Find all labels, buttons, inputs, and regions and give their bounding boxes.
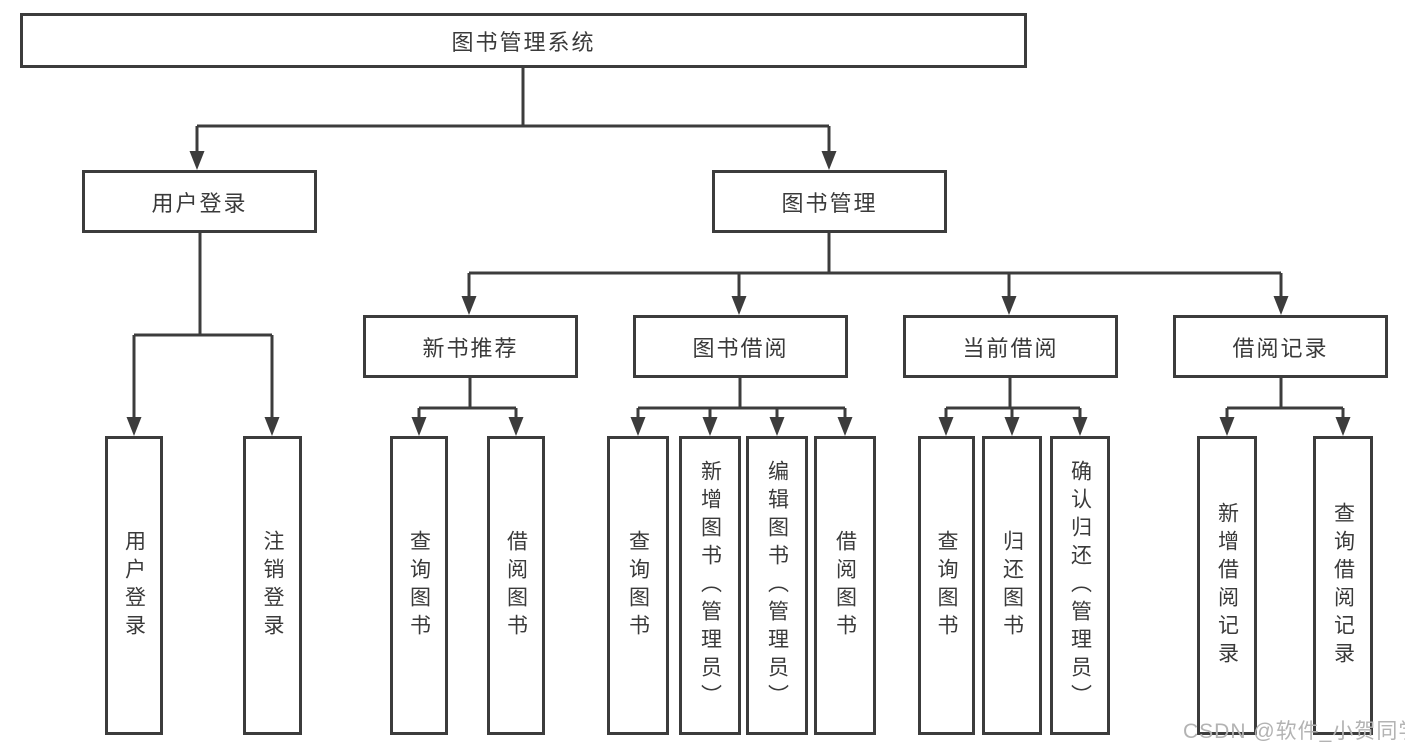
connector-new-book-recommend-to-leaves — [417, 378, 518, 421]
leaf-borrow-books-recommend: 借阅图书 — [487, 436, 545, 735]
leaf-logout: 注销登录 — [243, 436, 302, 735]
node-current-borrow: 当前借阅 — [903, 315, 1118, 378]
leaf-return-book-label: 归还图书 — [1000, 529, 1024, 642]
node-user-login-label: 用户登录 — [151, 190, 248, 216]
leaf-add-book-admin-label: 新增图书（管理员） — [698, 459, 722, 712]
connector-borrow-records-to-leaves — [1225, 378, 1345, 421]
leaf-add-borrow-record: 新增借阅记录 — [1197, 436, 1257, 735]
leaf-query-borrow-record-label: 查询借阅记录 — [1331, 501, 1355, 670]
leaf-borrow-books-borrow-label: 借阅图书 — [833, 529, 857, 642]
leaf-edit-book-admin: 编辑图书（管理员） — [746, 436, 808, 735]
connector-book-borrow-to-leaves — [636, 378, 847, 421]
node-borrow-records-label: 借阅记录 — [1232, 335, 1329, 361]
leaf-edit-book-admin-label: 编辑图书（管理员） — [765, 459, 789, 712]
leaf-borrow-books-recommend-label: 借阅图书 — [504, 529, 528, 642]
connector-root-to-level2 — [195, 68, 831, 155]
node-book-management: 图书管理 — [712, 170, 947, 233]
leaf-confirm-return-admin: 确认归还（管理员） — [1050, 436, 1110, 735]
connector-current-borrow-to-leaves — [944, 378, 1082, 421]
node-new-book-recommend: 新书推荐 — [363, 315, 578, 378]
leaf-logout-label: 注销登录 — [261, 529, 284, 642]
leaf-add-book-admin: 新增图书（管理员） — [679, 436, 741, 735]
node-borrow-records: 借阅记录 — [1173, 315, 1388, 378]
node-user-login: 用户登录 — [82, 170, 317, 233]
csdn-watermark: CSDN @软件_小贺同学 — [1183, 720, 1405, 743]
node-root-label: 图书管理系统 — [451, 29, 596, 55]
leaf-query-books-recommend: 查询图书 — [390, 436, 448, 735]
node-book-management-label: 图书管理 — [781, 190, 878, 216]
connector-user-login-to-leaves — [132, 233, 274, 420]
leaf-add-borrow-record-label: 新增借阅记录 — [1215, 501, 1239, 670]
node-current-borrow-label: 当前借阅 — [962, 335, 1059, 361]
connector-book-management-to-level3 — [467, 233, 1283, 299]
leaf-query-books-recommend-label: 查询图书 — [407, 529, 431, 642]
leaf-user-login: 用户登录 — [105, 436, 163, 735]
leaf-query-books-current-label: 查询图书 — [935, 529, 958, 642]
arrowhead-icons — [126, 151, 1351, 436]
leaf-query-books-current: 查询图书 — [918, 436, 975, 735]
node-root: 图书管理系统 — [20, 13, 1027, 68]
node-book-borrow-label: 图书借阅 — [692, 335, 789, 361]
leaf-query-books-borrow: 查询图书 — [607, 436, 669, 735]
leaf-query-borrow-record: 查询借阅记录 — [1313, 436, 1373, 735]
node-book-borrow: 图书借阅 — [633, 315, 848, 378]
leaf-user-login-label: 用户登录 — [122, 529, 146, 642]
leaf-query-books-borrow-label: 查询图书 — [626, 529, 650, 642]
leaf-return-book: 归还图书 — [982, 436, 1042, 735]
node-new-book-recommend-label: 新书推荐 — [422, 335, 519, 361]
leaf-confirm-return-admin-label: 确认归还（管理员） — [1068, 459, 1092, 712]
leaf-borrow-books-borrow: 借阅图书 — [814, 436, 876, 735]
